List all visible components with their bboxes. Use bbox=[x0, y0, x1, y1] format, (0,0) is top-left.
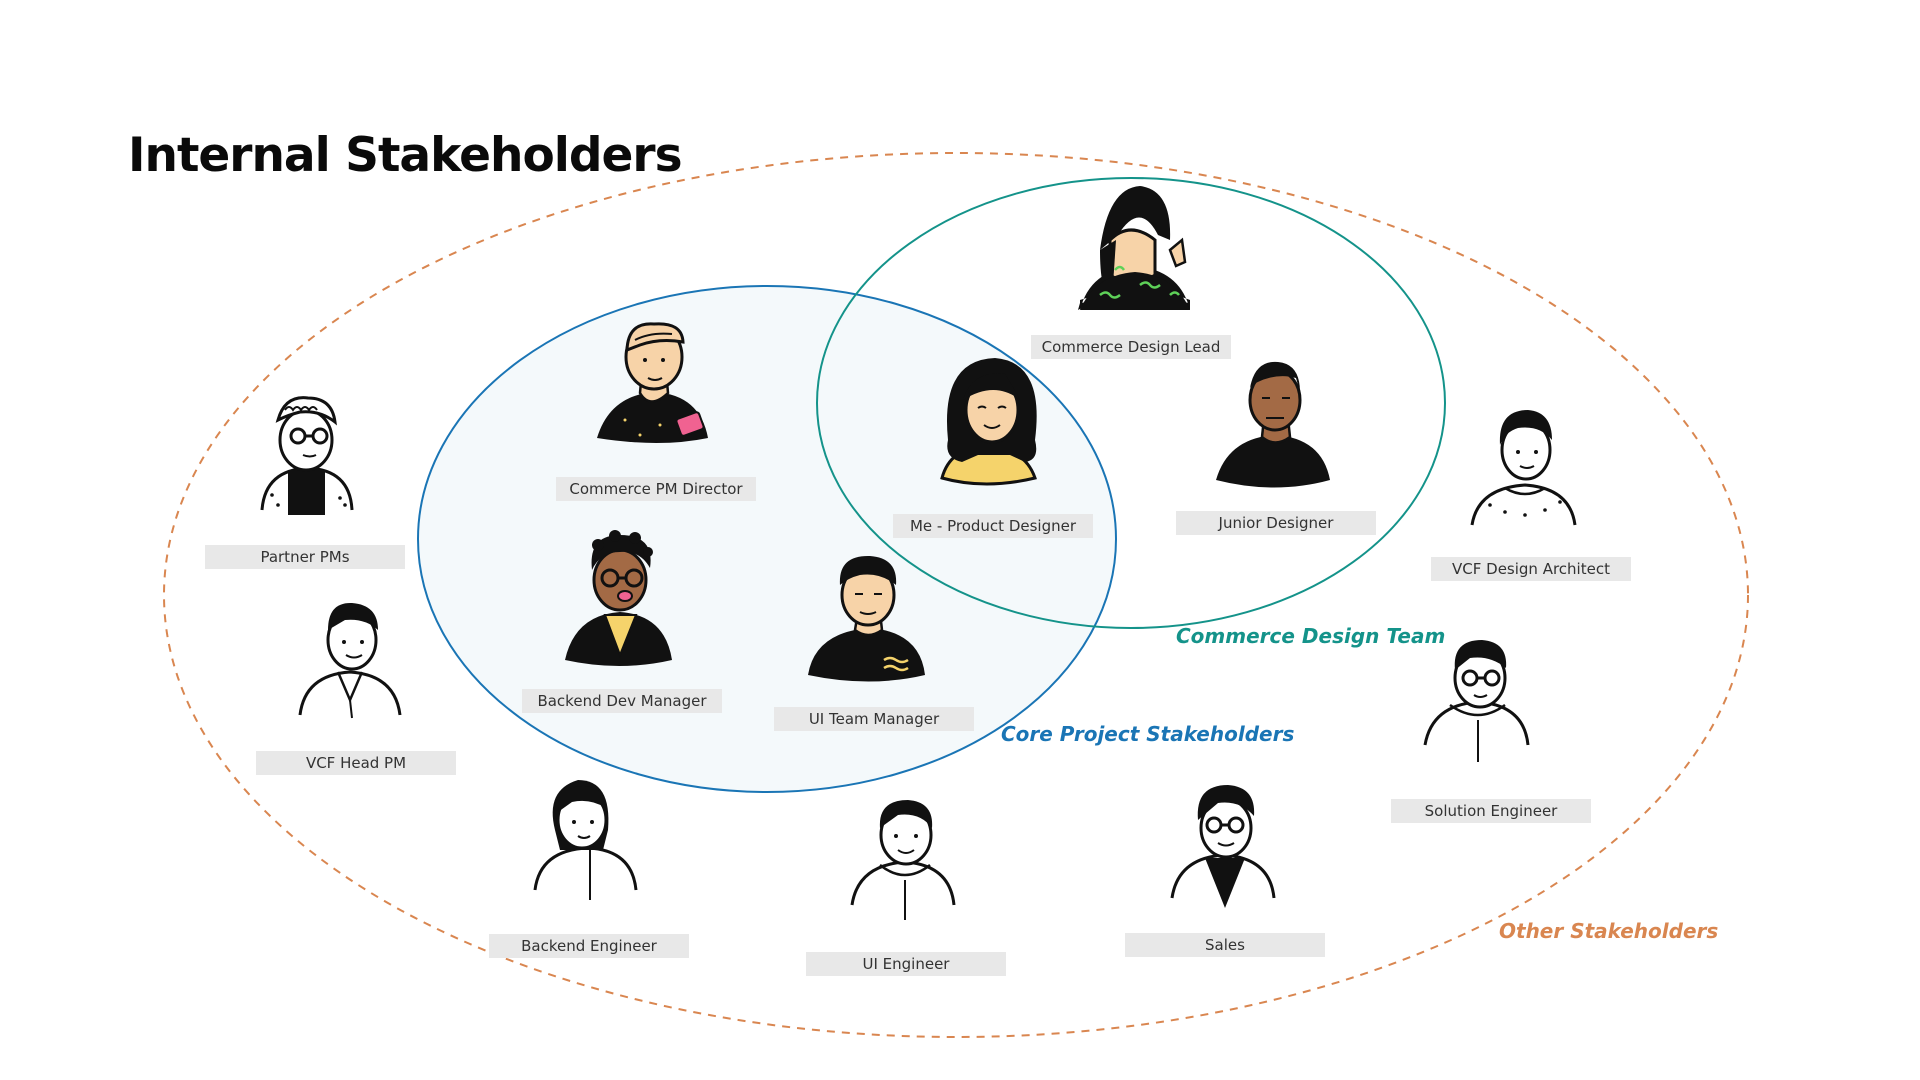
label-vcf-head-pm: VCF Head PM bbox=[256, 751, 456, 775]
other-stakeholders-ring bbox=[163, 152, 1749, 1038]
avatar-me-product-designer bbox=[940, 358, 1037, 486]
label-backend-engineer: Backend Engineer bbox=[489, 934, 689, 958]
group-label-core-stakeholders: Core Project Stakeholders bbox=[1001, 722, 1295, 746]
label-commerce-pm-director: Commerce PM Director bbox=[556, 477, 756, 501]
avatar-commerce-design-lead bbox=[1078, 186, 1190, 310]
avatar-partner-pms bbox=[260, 396, 354, 515]
avatar-vcf-design-architect bbox=[1470, 410, 1577, 526]
label-ui-engineer: UI Engineer bbox=[806, 952, 1006, 976]
label-junior-designer: Junior Designer bbox=[1176, 511, 1376, 535]
avatar-vcf-head-pm bbox=[298, 602, 402, 719]
label-commerce-design-lead: Commerce Design Lead bbox=[1031, 335, 1231, 359]
avatar-junior-designer bbox=[1216, 361, 1330, 488]
avatar-backend-dev-manager bbox=[565, 530, 672, 666]
label-backend-dev-manager: Backend Dev Manager bbox=[522, 689, 722, 713]
avatar-solution-engineer bbox=[1423, 640, 1530, 762]
avatar-ui-team-manager bbox=[808, 555, 925, 682]
avatar-commerce-pm-director bbox=[597, 322, 708, 443]
label-me-product-designer: Me - Product Designer bbox=[893, 514, 1093, 538]
label-sales: Sales bbox=[1125, 933, 1325, 957]
page-title: Internal Stakeholders bbox=[128, 128, 683, 183]
avatar-backend-engineer bbox=[533, 780, 638, 900]
avatar-sales bbox=[1170, 785, 1276, 908]
group-label-other-stakeholders: Other Stakeholders bbox=[1499, 919, 1719, 943]
label-ui-team-manager: UI Team Manager bbox=[774, 707, 974, 731]
label-partner-pms: Partner PMs bbox=[205, 545, 405, 569]
label-vcf-design-architect: VCF Design Architect bbox=[1431, 557, 1631, 581]
core-stakeholders-ring bbox=[417, 285, 1117, 793]
avatar-ui-engineer bbox=[850, 800, 956, 920]
label-solution-engineer: Solution Engineer bbox=[1391, 799, 1591, 823]
group-label-design-team: Commerce Design Team bbox=[1176, 624, 1446, 648]
design-team-ring bbox=[816, 177, 1446, 629]
